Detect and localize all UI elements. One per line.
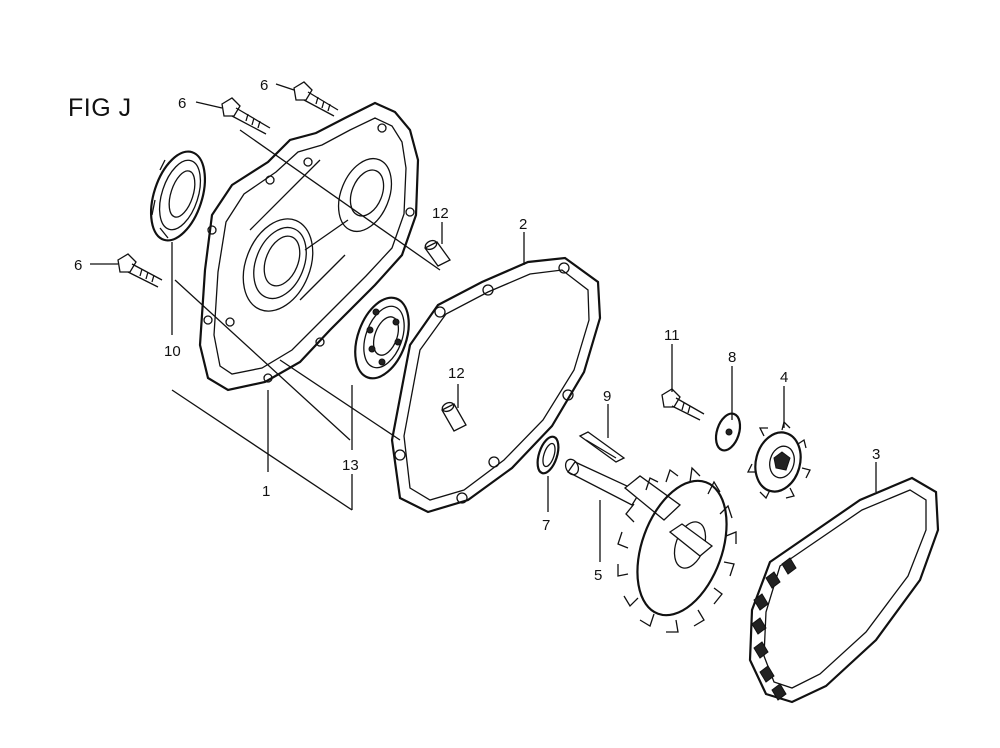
bolt-left [117, 253, 163, 288]
callout-6: 6 [260, 77, 268, 94]
case-cover [198, 101, 420, 392]
callout-11: 11 [664, 327, 680, 344]
callout-13: 13 [342, 457, 359, 474]
gasket [390, 256, 602, 514]
bearing [354, 296, 410, 380]
drive-chain [748, 476, 940, 704]
callout-1: 1 [262, 483, 270, 500]
bolt-top-right [293, 81, 339, 117]
callout-7: 7 [542, 517, 550, 534]
callout-4: 4 [780, 369, 788, 386]
callout-12: 12 [432, 205, 449, 222]
shaft-sprocket [564, 458, 737, 633]
bolt-small [661, 388, 705, 421]
callout-5: 5 [594, 567, 602, 584]
dowel-pin-upper [424, 239, 451, 267]
callout-6: 6 [74, 257, 82, 274]
callout-2: 2 [519, 216, 527, 233]
leader-lines [90, 83, 877, 562]
drive-sprocket [746, 420, 811, 500]
plate-washer [714, 412, 742, 452]
figure-title: FIG J [68, 94, 132, 122]
callout-labels: 6 6 6 12 2 10 12 13 1 11 8 4 9 3 7 5 [74, 77, 880, 584]
dowel-pin-lower [441, 401, 467, 432]
key [578, 431, 626, 463]
oil-seal [150, 150, 206, 242]
washer [536, 435, 560, 475]
callout-6: 6 [178, 95, 186, 112]
callout-3: 3 [872, 446, 880, 463]
callout-8: 8 [728, 349, 736, 366]
callout-9: 9 [603, 388, 611, 405]
callout-12: 12 [448, 365, 465, 382]
callout-10: 10 [164, 343, 181, 360]
bolt-top-left [221, 97, 271, 135]
